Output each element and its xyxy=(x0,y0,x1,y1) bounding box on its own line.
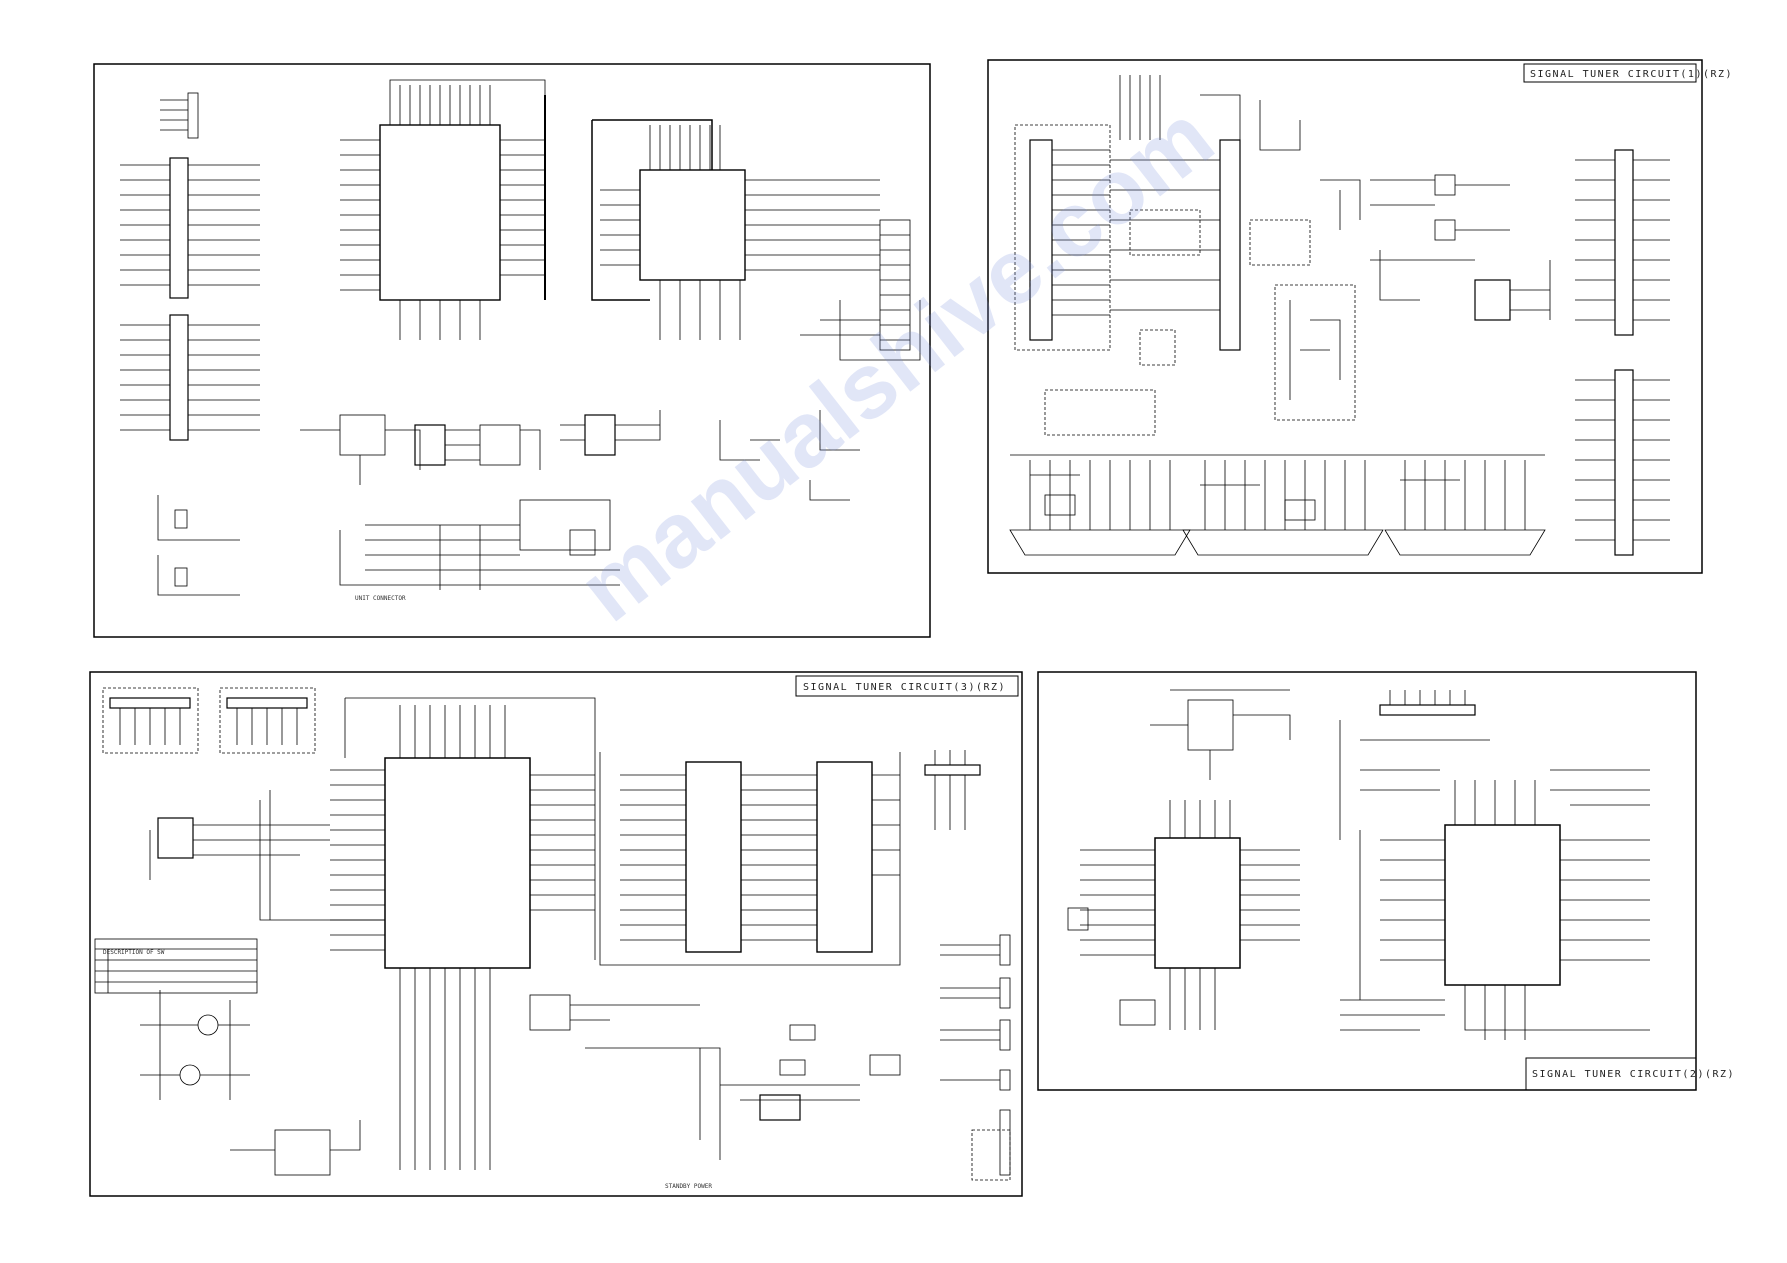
panel-1-schematic xyxy=(120,79,921,596)
ic-left-column xyxy=(1029,139,1053,341)
panel-3-schematic xyxy=(94,687,1011,1181)
panel-4-title: SIGNAL TUNER CIRCUIT(2)(RZ) xyxy=(1532,1069,1735,1080)
dashed-conn-p3 xyxy=(971,1129,1011,1181)
ic-memory-2 xyxy=(816,761,873,953)
dashed-connector-1 xyxy=(102,687,199,754)
part-p4-1 xyxy=(1067,907,1089,931)
ic-central-large xyxy=(384,757,531,969)
ic-small-3 xyxy=(584,414,616,456)
panel-2-title-box: SIGNAL TUNER CIRCUIT(1)(RZ) xyxy=(1523,63,1733,83)
connector-p4-top xyxy=(1379,704,1476,716)
part-bl-2 xyxy=(174,567,188,587)
ic-unit-connector xyxy=(569,529,596,556)
ic-center-column xyxy=(1219,139,1241,351)
part-p3-2 xyxy=(779,1059,806,1076)
ic-memory-1 xyxy=(685,761,742,953)
ic-bottom-center xyxy=(529,994,571,1031)
sw-description-table xyxy=(94,938,258,994)
ic-p4-main xyxy=(1444,824,1561,986)
part-p3-1 xyxy=(789,1024,816,1041)
ic-small-2 xyxy=(479,424,521,466)
unit-connector-box xyxy=(519,499,611,551)
ic-small-1 xyxy=(414,424,446,466)
unit-connector-label: UNIT CONNECTOR xyxy=(355,595,406,602)
part-bl-1 xyxy=(174,509,188,529)
panel-3-title: SIGNAL TUNER CIRCUIT(3)(RZ) xyxy=(803,682,1006,693)
dashed-connector-2 xyxy=(219,687,316,754)
panel-2-title: SIGNAL TUNER CIRCUIT(1)(RZ) xyxy=(1530,69,1733,80)
panel-4-title-box: SIGNAL TUNER CIRCUIT(2)(RZ) xyxy=(1525,1057,1735,1091)
conn-p3-4 xyxy=(999,1069,1011,1091)
part-p4-2 xyxy=(1119,999,1156,1026)
connector-top-left xyxy=(187,92,199,139)
conn-p3-1 xyxy=(999,934,1011,966)
ic-left-mid xyxy=(157,817,194,859)
ic-p4-left xyxy=(1154,837,1241,969)
connector-strip-2 xyxy=(226,697,308,709)
dashed-block-center xyxy=(1129,209,1201,256)
connector-cn-b xyxy=(169,314,189,441)
conn-p3-5 xyxy=(999,1109,1011,1176)
connector-strip-1 xyxy=(109,697,191,709)
connector-right xyxy=(879,219,911,351)
ic-secondary xyxy=(639,169,746,281)
dashed-block-bottom-left xyxy=(1044,389,1156,436)
ic-main-cpu xyxy=(379,124,501,301)
dsub-connector-3 xyxy=(1384,529,1546,556)
part-dsub-1 xyxy=(1044,494,1076,516)
transistor-q1 xyxy=(197,1014,219,1036)
dashed-block-small xyxy=(1139,329,1176,366)
ic-p4-top xyxy=(1187,699,1234,751)
sw-description-label: DESCRIPTION OF SW xyxy=(103,949,165,956)
panel-3-frame xyxy=(89,671,1023,1197)
part-p3-3 xyxy=(869,1054,901,1076)
conn-p3-2 xyxy=(999,977,1011,1009)
dsub-connector-1 xyxy=(1009,529,1191,556)
standby-power-label: STANDBY POWER xyxy=(665,1183,712,1190)
conn-p3-3 xyxy=(999,1019,1011,1051)
panel-4-schematic xyxy=(1067,689,1650,1040)
connector-right-top xyxy=(1614,149,1634,336)
part-right-2 xyxy=(1434,219,1456,241)
part-right-1 xyxy=(1434,174,1456,196)
connector-top-right xyxy=(924,764,981,776)
transistor-q2 xyxy=(179,1064,201,1086)
connector-cn-a xyxy=(169,157,189,299)
regulator-block-bottom xyxy=(274,1129,331,1176)
panel-1-frame xyxy=(93,63,931,638)
dashed-block-center-right xyxy=(1249,219,1311,266)
dsub-connector-2 xyxy=(1182,529,1384,556)
regulator-block-1 xyxy=(339,414,386,456)
panel-2-schematic xyxy=(1009,75,1670,556)
ic-bottom-right xyxy=(759,1094,801,1121)
dashed-block-left xyxy=(1014,124,1111,351)
panel-3-title-box: SIGNAL TUNER CIRCUIT(3)(RZ) xyxy=(795,675,1019,697)
ic-right-small xyxy=(1474,279,1511,321)
part-dsub-2 xyxy=(1284,499,1316,521)
panel-4-frame xyxy=(1037,671,1697,1091)
panel-2-frame xyxy=(987,59,1703,574)
connector-right-bottom xyxy=(1614,369,1634,556)
dashed-block-transistors xyxy=(1274,284,1356,421)
